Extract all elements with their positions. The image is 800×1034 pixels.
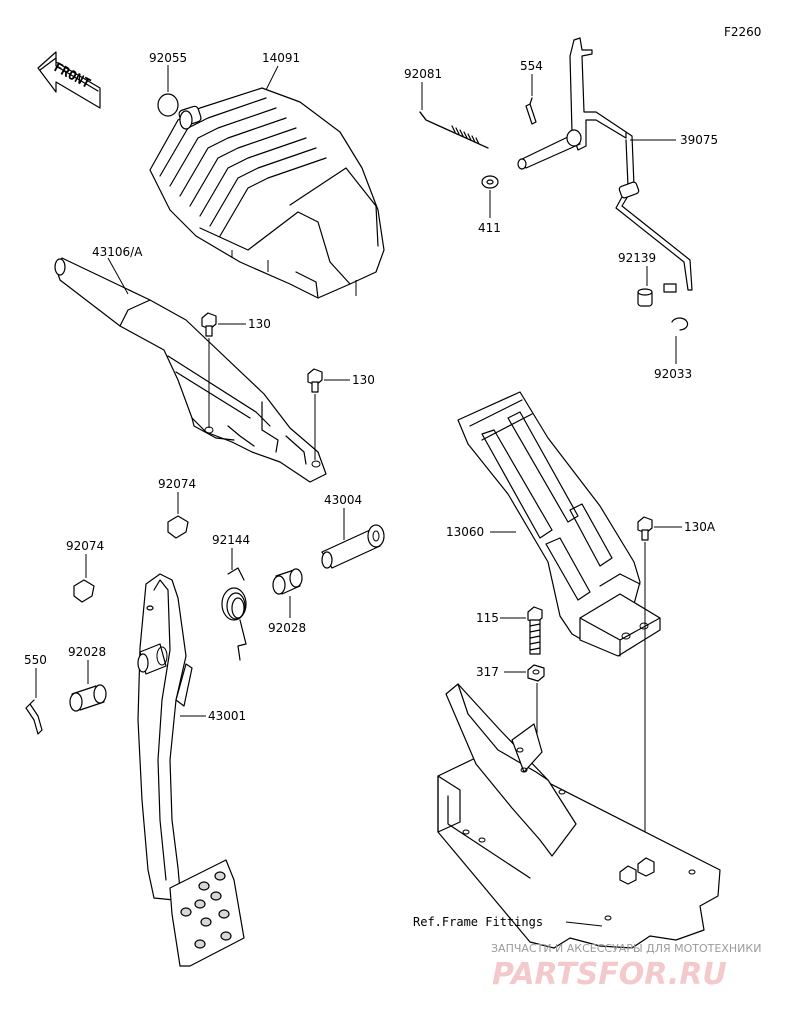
brake-pedal-43001 [137,573,245,967]
frame-fittings [437,683,721,949]
collar-small [663,283,677,293]
label-39075: 39075 [680,133,718,147]
label-92074-a: 92074 [158,477,196,491]
washer-411 [481,175,499,218]
label-550: 550 [24,653,47,667]
label-411: 411 [478,221,501,235]
cotter-pin-550 [25,668,43,735]
link-arm-39075 [517,37,693,291]
label-43106: 43106/A [92,245,143,259]
label-554: 554 [520,59,543,73]
label-130-b: 130 [352,373,375,387]
nut-317 [504,664,545,740]
bolt-130a [637,516,682,868]
label-92074-b: 92074 [66,539,104,553]
cap-92074-b [73,554,95,603]
pedal-13060 [457,391,661,657]
label-43004: 43004 [324,493,362,507]
label-43001: 43001 [208,709,246,723]
air-box-14091 [149,65,385,299]
bushing-92028-b [69,660,107,712]
label-317: 317 [476,665,499,679]
bushing-92028-a [272,568,303,618]
watermark-line1: ЗАПЧАСТИ И АКСЕССУАРЫ ДЛЯ МОТОТЕХНИКИ [491,942,761,955]
collar-92139 [637,266,653,307]
label-92028-b: 92028 [68,645,106,659]
front-arrow: FRONT [37,51,101,109]
label-13060: 13060 [446,525,484,539]
bolt-115 [500,606,543,655]
spring-92144 [221,548,247,661]
ref-frame-fittings-label: Ref.Frame Fittings [413,915,543,929]
watermark-logo: PARTSFOR.RU [492,957,727,992]
label-130a: 130A [684,520,716,534]
pin-43004 [321,508,385,569]
label-92081: 92081 [404,67,442,81]
label-92139: 92139 [618,251,656,265]
label-130-a: 130 [248,317,271,331]
snap-ring-92033 [671,317,689,364]
label-14091: 14091 [262,51,300,65]
rod-92081 [419,82,489,149]
bolt-130-b [307,368,350,460]
diagram-code: F2260 [724,25,761,39]
bolt-130-a [201,312,246,428]
lever-43106 [54,257,327,483]
label-115: 115 [476,611,499,625]
label-92028-a: 92028 [268,621,306,635]
cap-92074-a [167,492,189,539]
label-92055: 92055 [149,51,187,65]
label-92144: 92144 [212,533,250,547]
o-ring-92055 [157,65,179,117]
cotter-pin-554 [525,74,537,125]
label-92033: 92033 [654,367,692,381]
